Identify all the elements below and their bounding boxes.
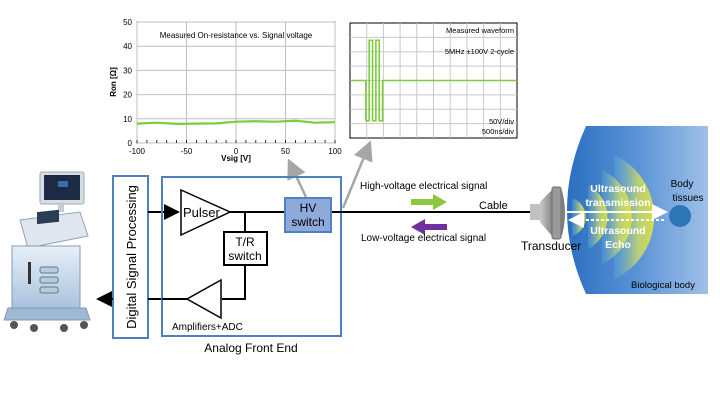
cable-label: Cable: [479, 200, 508, 212]
chart2-title: Measured waveform: [446, 26, 514, 35]
body-tissue-circle: [669, 205, 691, 227]
transmission-label-2: transmission: [585, 197, 650, 209]
hv-switch-label-2: switch: [291, 215, 324, 229]
body-tissues-label-1: Body: [671, 179, 694, 190]
chart2-subtitle: 5MHz ±100V 2-cycle: [445, 47, 514, 56]
chart1-xtick-label: -50: [181, 147, 193, 156]
chart1-xtick-label: 50: [281, 147, 290, 156]
afe-label: Analog Front End: [204, 341, 297, 355]
cart-base: [3, 307, 91, 321]
chart1-xlabel: Vsig [V]: [221, 154, 251, 163]
chart1-xtick-label: -100: [129, 147, 146, 156]
biological-body-label: Biological body: [631, 280, 695, 291]
tr-switch-label-2: switch: [228, 249, 261, 263]
tr-switch-label-1: T/R: [235, 235, 255, 249]
chart1-ytick-label: 10: [123, 115, 132, 124]
transducer-label: Transducer: [521, 239, 581, 253]
afe-block: [161, 176, 342, 337]
transducer-probe: [530, 186, 565, 240]
echo-label-2: Echo: [605, 239, 631, 251]
ultrasound-machine-image: [3, 171, 91, 332]
tr-switch-block: [223, 231, 268, 266]
chart1-title: Measured On-resistance vs. Signal voltag…: [160, 31, 313, 40]
pulser-label: Pulser: [183, 205, 221, 220]
callout-arrow-chart1: [287, 158, 308, 198]
waveform-chart: Measured waveform 5MHz ±100V 2-cycle 50V…: [349, 22, 518, 139]
chart1-ytick-label: 30: [123, 66, 132, 75]
high-voltage-label: High-voltage electrical signal: [360, 181, 487, 192]
chart1-ytick-label: 40: [123, 42, 132, 51]
chart1-ytick-label: 20: [123, 91, 132, 100]
on-resistance-chart: -100 -50 0 50 100 0 10 20 30 40 50 Measured On-res…: [109, 18, 342, 163]
dsp-block: [112, 175, 149, 339]
transmission-label-1: Ultrasound: [590, 183, 645, 195]
chart2-annotation-tdiv: 500ns/div: [482, 127, 514, 136]
amplifier-triangle: [185, 278, 222, 320]
low-voltage-label: Low-voltage electrical signal: [361, 233, 486, 244]
chart1-ytick-label: 50: [123, 18, 132, 27]
chart2-series-line: [350, 39, 517, 122]
amplifiers-label: Amplifiers+ADC: [172, 322, 243, 333]
chart1-ylabel: Ron [Ω]: [109, 67, 118, 97]
low-voltage-arrow: [411, 219, 447, 235]
chart1-xtick-label: 100: [328, 147, 342, 156]
callout-arrow-chart2: [341, 140, 373, 209]
hv-switch-block: [284, 197, 332, 233]
chart1-ytick-label: 0: [128, 139, 133, 148]
chart1-xtick-label: 0: [234, 147, 239, 156]
monitor-screen: [44, 175, 80, 200]
body-tissues-label-2: tissues: [672, 193, 703, 204]
chart2-annotation-vdiv: 50V/div: [489, 117, 514, 126]
hv-switch-label-1: HV: [300, 201, 317, 215]
chart1-series-line: [136, 119, 336, 125]
echo-label-1: Ultrasound: [590, 225, 645, 237]
high-voltage-arrow: [411, 194, 447, 210]
pulser-triangle: [180, 188, 232, 237]
dsp-label: Digital Signal Processing: [124, 185, 139, 329]
